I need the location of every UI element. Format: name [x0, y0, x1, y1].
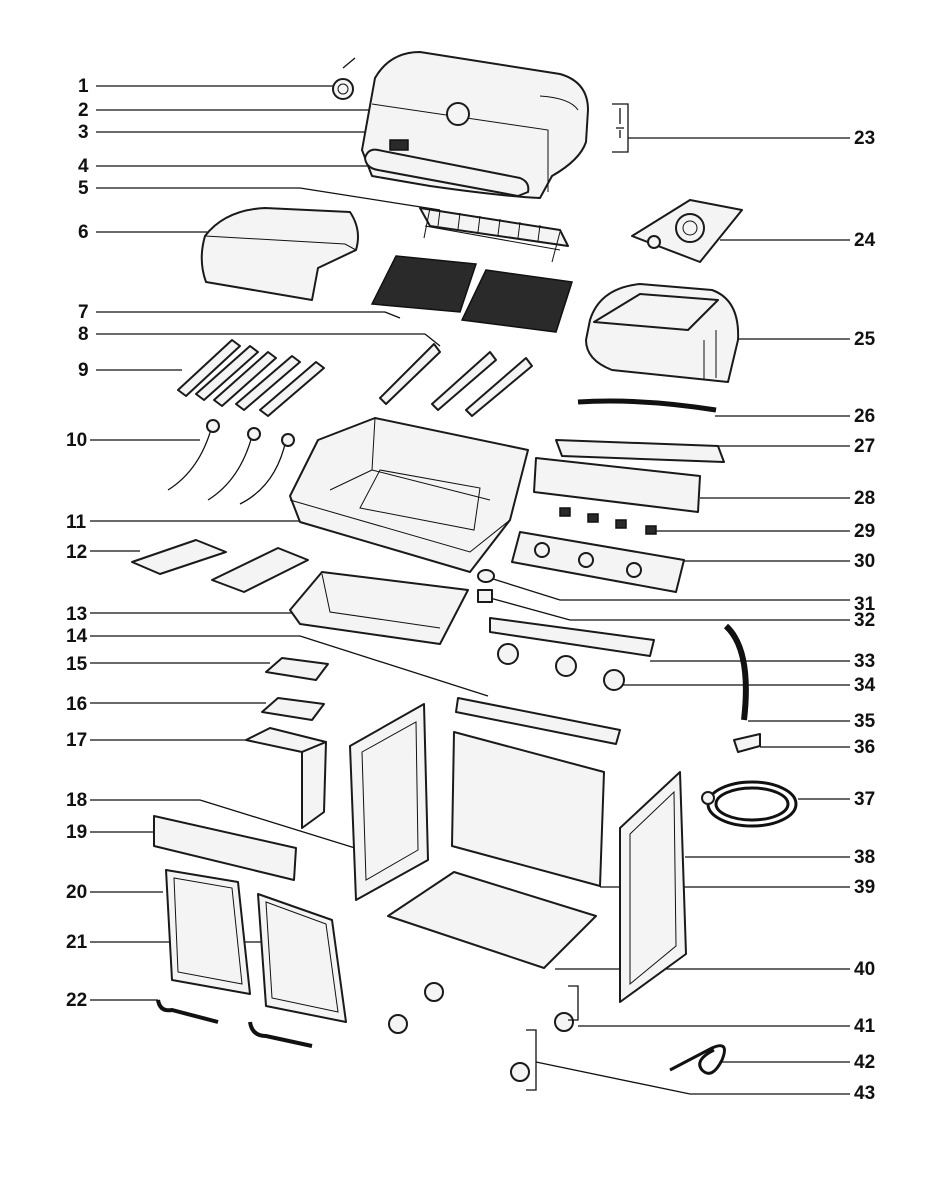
callout-23: 23 — [854, 128, 875, 149]
callout-19: 19 — [66, 822, 87, 843]
burner-tubes — [379, 343, 533, 417]
cookbox — [289, 417, 529, 573]
callout-37: 37 — [854, 789, 875, 810]
callout-36: 36 — [854, 737, 875, 758]
manifold-parts — [533, 398, 725, 535]
callout-28: 28 — [854, 488, 875, 509]
bottom-tray — [289, 571, 469, 645]
callout-40: 40 — [854, 959, 875, 980]
callout-14: 14 — [66, 626, 88, 647]
cart-panels — [349, 697, 687, 1003]
callout-6: 6 — [78, 222, 89, 243]
callout-4: 4 — [78, 156, 89, 177]
callout-39: 39 — [854, 877, 875, 898]
thermometer-bezel — [332, 57, 356, 100]
doors-and-handles — [153, 815, 347, 1048]
callout-3: 3 — [78, 122, 89, 143]
side-table — [585, 283, 740, 383]
knob-and-bezel — [477, 569, 495, 603]
callout-16: 16 — [66, 694, 87, 715]
lid-screws — [612, 103, 629, 153]
callout-29: 29 — [854, 521, 875, 542]
callout-31: 31 — [854, 594, 876, 615]
callout-12: 12 — [66, 542, 87, 563]
thermometer — [446, 102, 470, 126]
bottom-shelf — [387, 871, 597, 969]
callout-35: 35 — [854, 711, 876, 732]
callout-38: 38 — [854, 847, 875, 868]
flavorizer-bars — [177, 339, 325, 417]
igniter-wire-bundle — [669, 1044, 726, 1075]
heat-deflectors — [131, 539, 309, 593]
callout-42: 42 — [854, 1052, 875, 1073]
callout-9: 9 — [78, 360, 89, 381]
left-callouts: 1 2 3 4 5 6 7 8 9 10 11 12 13 14 15 16 1… — [66, 76, 489, 1011]
callout-7: 7 — [78, 302, 89, 323]
callout-8: 8 — [78, 324, 89, 345]
control-panel — [511, 531, 685, 593]
callout-21: 21 — [66, 932, 88, 953]
callout-2: 2 — [78, 100, 89, 121]
lid-handle — [364, 148, 530, 197]
callout-5: 5 — [78, 178, 89, 199]
callout-11: 11 — [66, 512, 87, 533]
callout-1: 1 — [78, 76, 89, 97]
callout-25: 25 — [854, 329, 876, 350]
grill-lid — [361, 51, 589, 199]
callout-20: 20 — [66, 882, 87, 903]
control-knobs — [489, 617, 655, 691]
gas-line-parts — [701, 623, 798, 828]
callout-26: 26 — [854, 406, 875, 427]
callout-43: 43 — [854, 1083, 875, 1104]
warming-rack — [419, 207, 569, 263]
callout-33: 33 — [854, 651, 875, 672]
callout-41: 41 — [854, 1016, 876, 1037]
callout-15: 15 — [66, 654, 88, 675]
callout-13: 13 — [66, 604, 87, 625]
callout-27: 27 — [854, 436, 875, 457]
igniter-wires — [167, 419, 295, 505]
right-callouts: 23 24 25 26 27 28 29 30 31 32 33 34 35 3… — [489, 128, 876, 1104]
casters — [388, 982, 579, 1091]
callout-10: 10 — [66, 430, 87, 451]
callout-18: 18 — [66, 790, 87, 811]
logo-plate — [389, 139, 409, 151]
callout-17: 17 — [66, 730, 87, 751]
side-shelf-cover — [200, 207, 359, 301]
side-burner — [631, 199, 743, 263]
cooking-grates — [370, 255, 573, 333]
callout-22: 22 — [66, 990, 87, 1011]
callout-34: 34 — [854, 675, 876, 696]
callout-32: 32 — [854, 610, 875, 631]
callout-24: 24 — [854, 230, 876, 251]
catch-pans — [245, 657, 329, 829]
callout-30: 30 — [854, 551, 875, 572]
